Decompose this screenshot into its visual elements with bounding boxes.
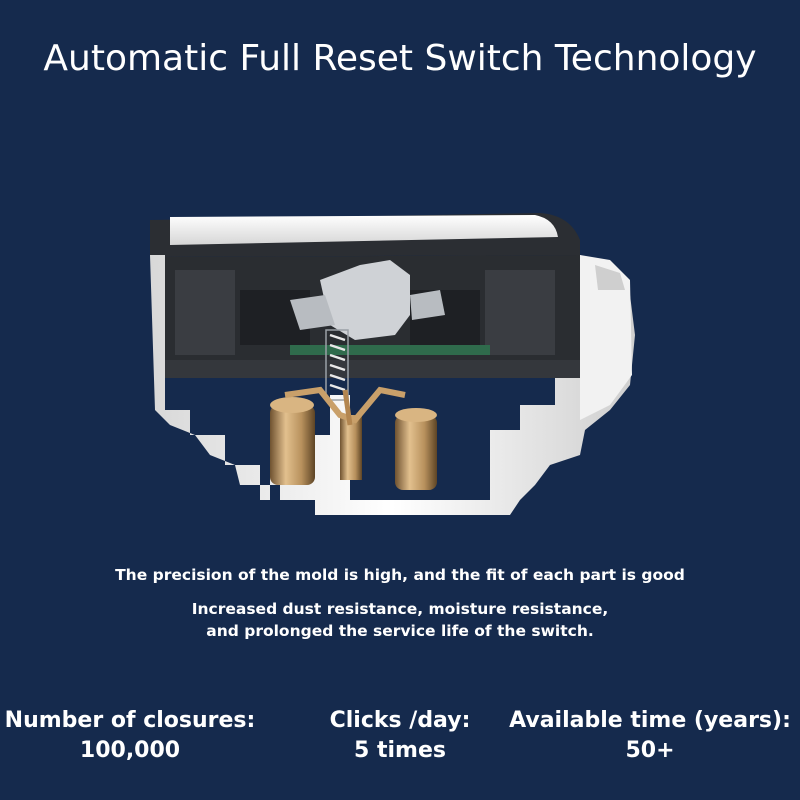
- stat-available-time: Available time (years): 50+: [505, 706, 795, 766]
- stat-label: Number of closures:: [4, 708, 256, 733]
- description-line-2: Increased dust resistance, moisture resi…: [191, 600, 609, 618]
- stat-value: 50+: [625, 738, 675, 763]
- description-block: Increased dust resistance, moisture resi…: [0, 598, 800, 642]
- spring: [325, 329, 349, 401]
- stat-value: 100,000: [79, 738, 181, 763]
- stat-label: Clicks /day:: [329, 708, 471, 733]
- description-line-3: and prolonged the service life of the sw…: [206, 622, 594, 640]
- stat-clicks-per-day: Clicks /day: 5 times: [270, 706, 530, 766]
- page-title: Automatic Full Reset Switch Technology: [43, 38, 757, 79]
- switch-cross-section-illustration: [150, 213, 635, 515]
- top-cover: [150, 213, 580, 257]
- stat-closures: Number of closures: 100,000: [0, 706, 260, 766]
- stat-label: Available time (years):: [509, 708, 791, 733]
- description-line-1: The precision of the mold is high, and t…: [115, 566, 685, 584]
- stat-value: 5 times: [354, 738, 446, 763]
- rocker-actuator: [290, 260, 445, 340]
- copper-contacts: [270, 386, 437, 490]
